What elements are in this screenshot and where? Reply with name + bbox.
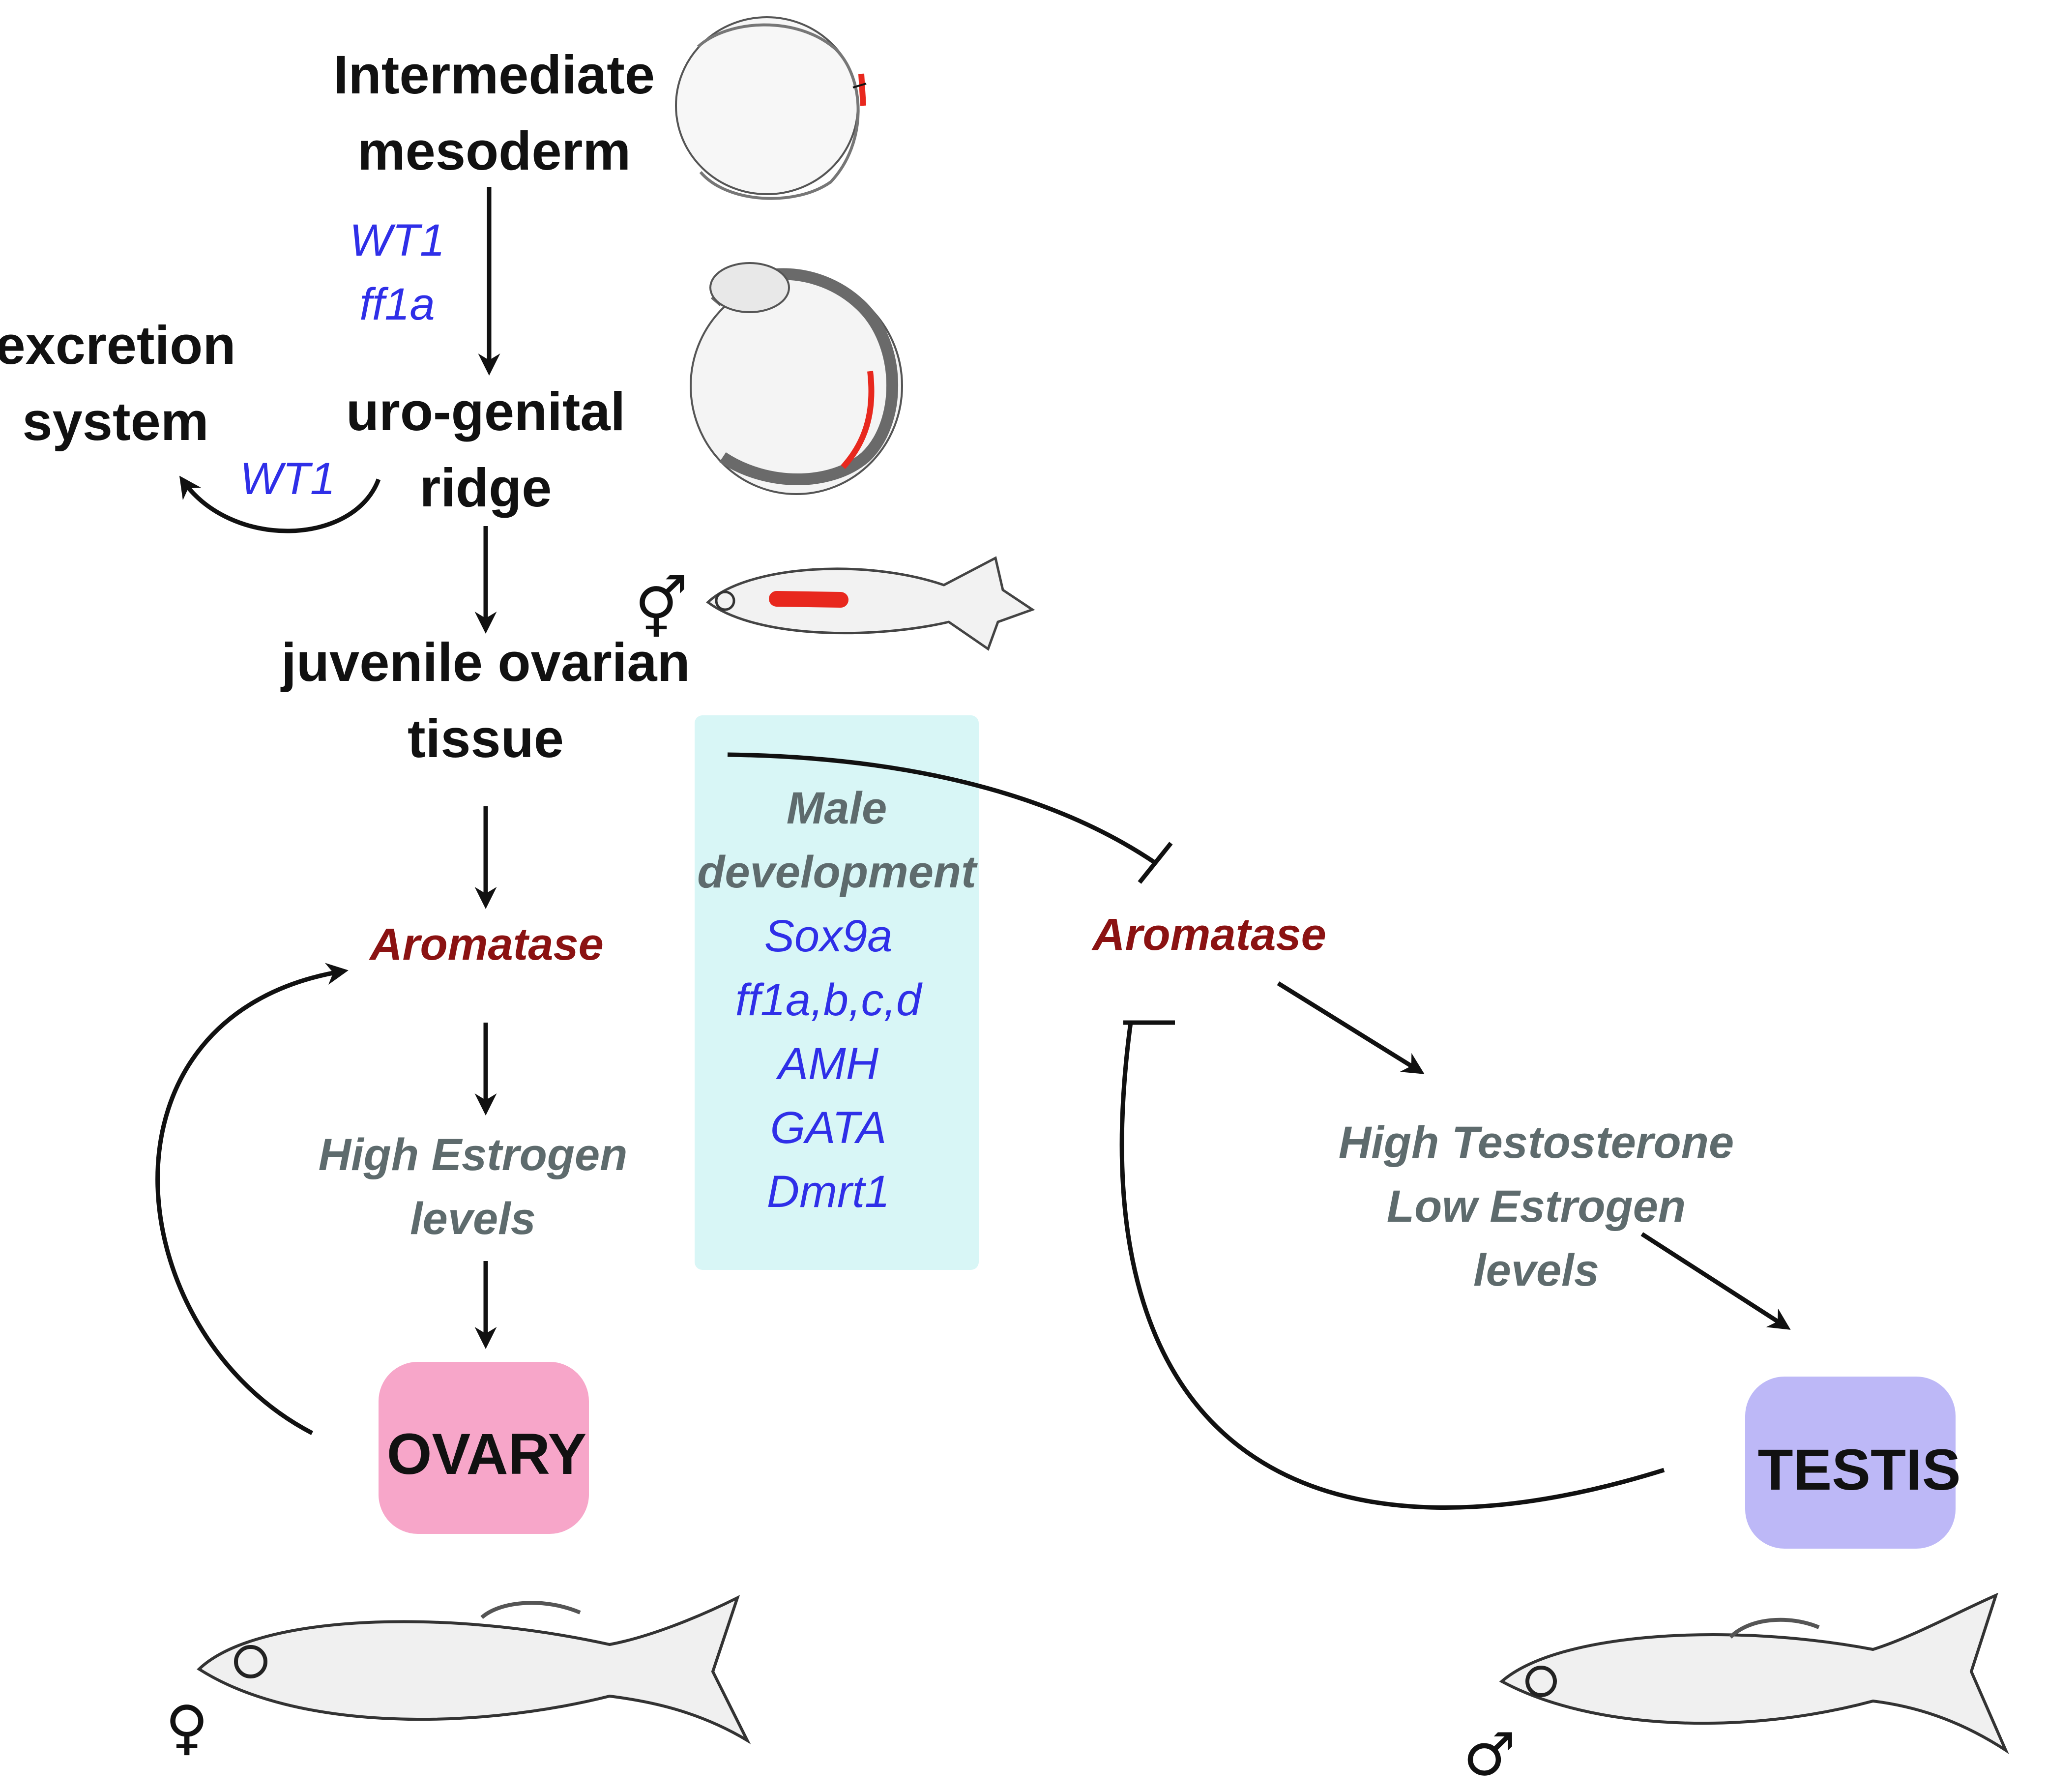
- ovary-label: OVARY: [387, 1422, 587, 1487]
- inhibit-testis-feedback: [1119, 1022, 1665, 1510]
- arrow-testosterone-to-testis: [1640, 1232, 1791, 1330]
- juvenile-fish-icon: [706, 556, 1035, 651]
- male-fish-icon: [1499, 1592, 2009, 1754]
- testis-label: TESTIS: [1757, 1438, 1960, 1502]
- male-gene-gata: GATA: [770, 1103, 887, 1153]
- male-development-box: [695, 715, 979, 1270]
- gene-wt1-excretion: WT1: [240, 454, 335, 504]
- inhibit-juvenile-to-aromatase: [727, 752, 1157, 865]
- high-testosterone-1: High Testosterone: [1339, 1117, 1734, 1168]
- ovary-box: [379, 1362, 589, 1534]
- label-excretion-system-1: excretion: [0, 315, 236, 376]
- label-excretion-system-2: system: [22, 391, 208, 452]
- high-estrogen-2: levels: [410, 1194, 536, 1244]
- arrow-aromatase-to-testosterone: [1277, 981, 1425, 1074]
- male-development-title-2: development: [697, 847, 978, 897]
- label-uro-genital-ridge-1: uro-genital: [346, 382, 625, 442]
- male-symbol: ♂: [1463, 1721, 1516, 1789]
- female-symbol: ♀: [165, 1694, 208, 1762]
- male-development-title-1: Male: [787, 783, 887, 833]
- aromatase-left: Aromatase: [369, 919, 604, 969]
- label-intermediate-mesoderm-2: mesoderm: [357, 121, 631, 181]
- label-juvenile-ovarian-tissue-2: tissue: [408, 708, 564, 769]
- arrow-ridge-to-excretion: [179, 475, 381, 533]
- label-uro-genital-ridge-2: ridge: [420, 458, 552, 518]
- embryo-early-icon: [675, 16, 867, 200]
- testis-box: [1745, 1377, 1956, 1549]
- high-testosterone-3: levels: [1473, 1245, 1599, 1295]
- male-gene-ff1abcd: ff1a,b,c,d: [735, 975, 923, 1025]
- hermaphrodite-symbol: ⚥: [635, 575, 688, 644]
- inhibit-bar-top: [1138, 842, 1173, 884]
- label-juvenile-ovarian-tissue-1: juvenile ovarian: [280, 632, 690, 693]
- male-gene-sox9a: Sox9a: [764, 911, 893, 961]
- male-gene-amh: AMH: [776, 1039, 879, 1089]
- gene-ff1a: ff1a: [359, 279, 435, 329]
- aromatase-right: Aromatase: [1091, 910, 1326, 960]
- gene-wt1-upper: WT1: [350, 215, 445, 265]
- high-testosterone-2: Low Estrogen: [1387, 1181, 1686, 1232]
- high-estrogen-1: High Estrogen: [319, 1130, 628, 1180]
- male-gene-dmrt1: Dmrt1: [767, 1167, 890, 1217]
- arrow-ovary-feedback: [155, 963, 349, 1435]
- female-fish-icon: [197, 1595, 751, 1744]
- label-intermediate-mesoderm-1: Intermediate: [333, 45, 655, 105]
- embryo-late-icon: [690, 262, 903, 495]
